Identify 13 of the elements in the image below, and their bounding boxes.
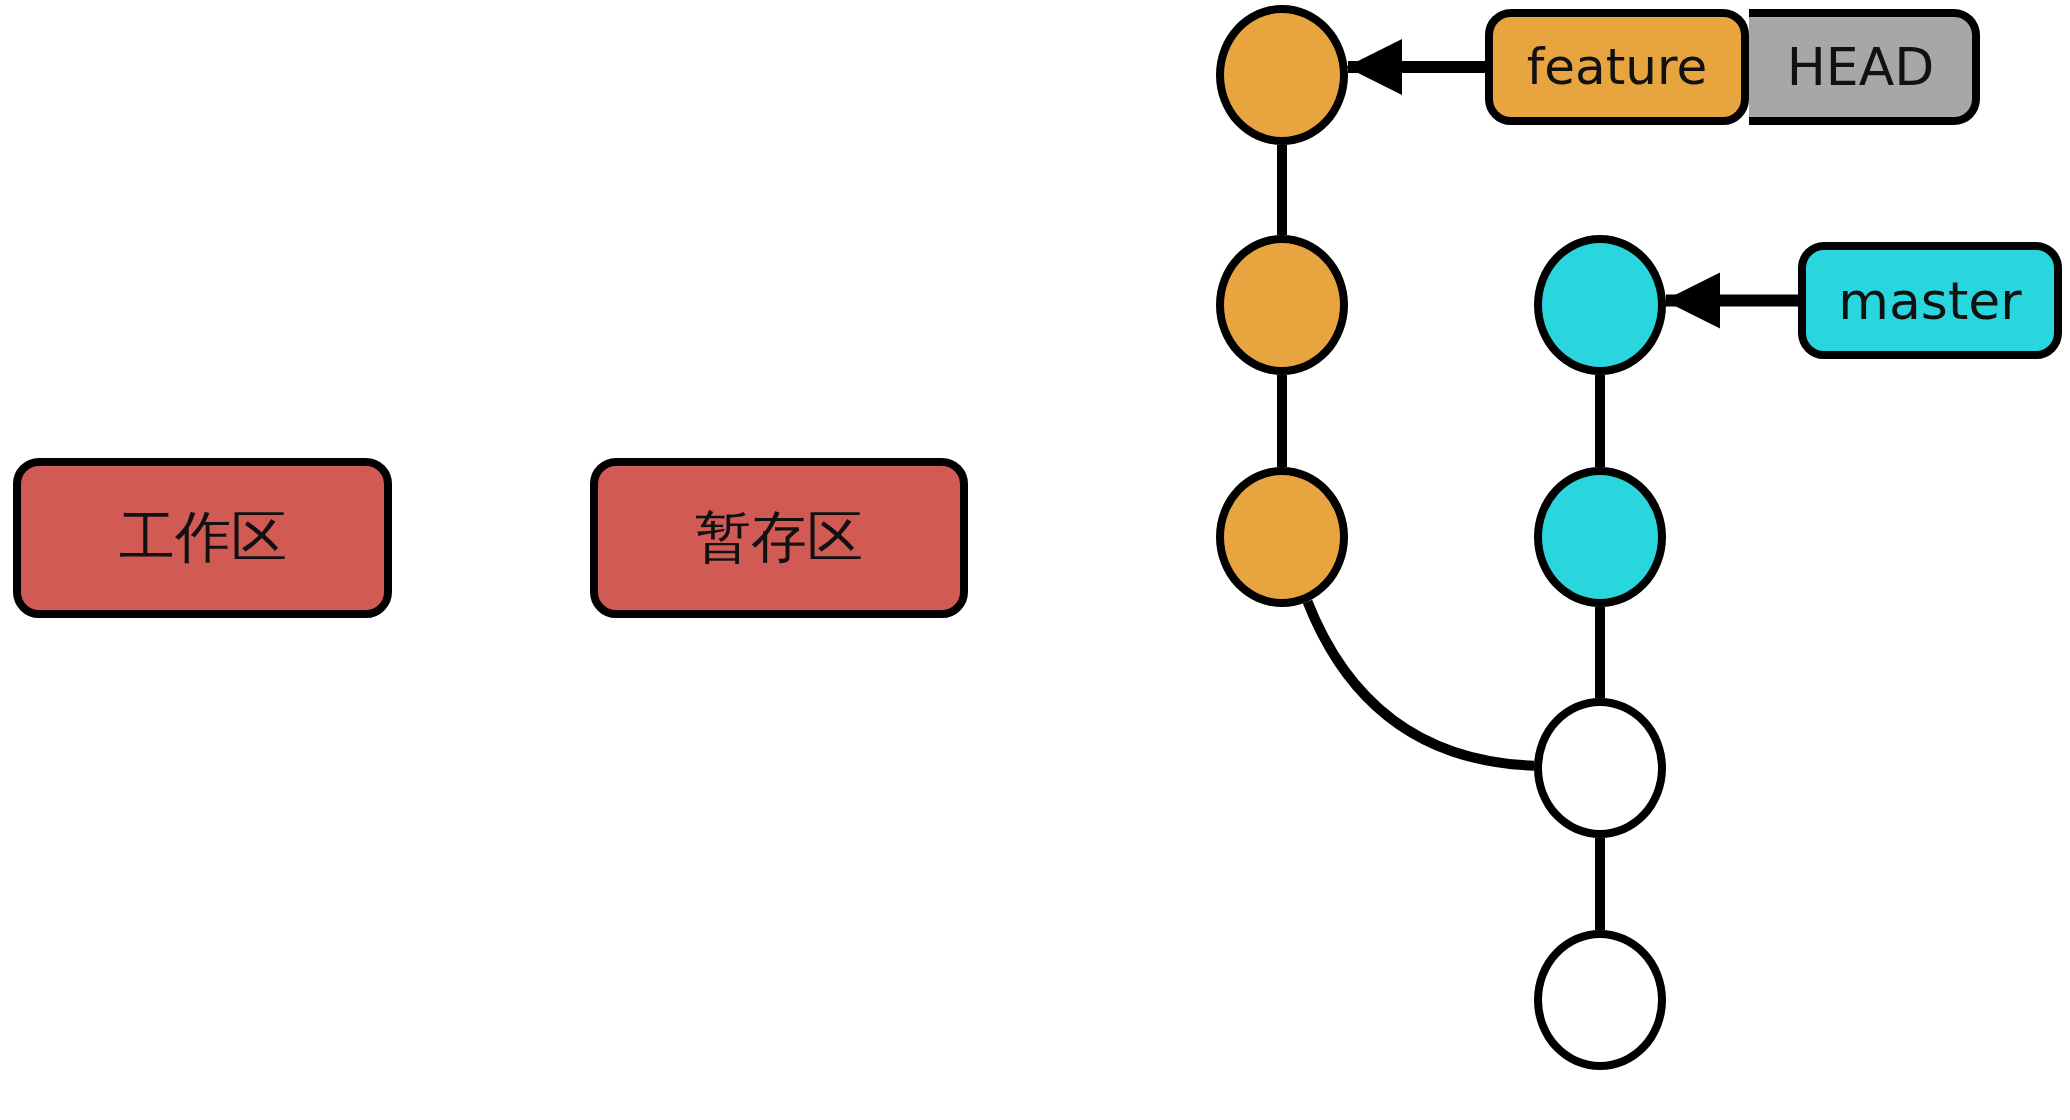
branch-line xyxy=(1595,607,1605,698)
area-box: 暂存区 xyxy=(590,458,968,618)
area-box: 工作区 xyxy=(13,458,392,618)
branch-line xyxy=(1302,599,1535,771)
branch-line xyxy=(1595,375,1605,467)
branch-line xyxy=(1595,838,1605,930)
head-label: HEAD xyxy=(1749,9,1980,125)
branch-label: feature xyxy=(1485,9,1749,125)
pointer-arrow xyxy=(1664,272,1798,329)
branch-label: master xyxy=(1798,242,2062,359)
branch-line xyxy=(1277,145,1287,235)
pointer-arrow xyxy=(1346,39,1485,95)
branch-line xyxy=(1277,375,1287,467)
